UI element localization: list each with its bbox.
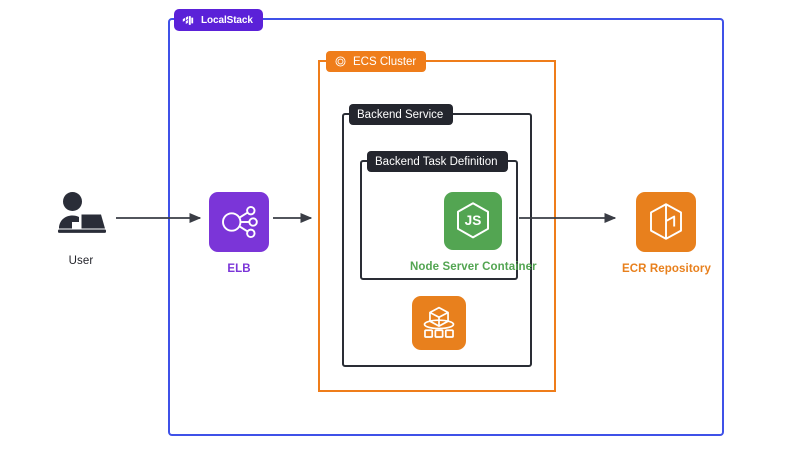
- nodejs-icon: JS: [444, 192, 503, 250]
- node-node-server-container: JS Node Server Container: [410, 192, 537, 273]
- group-label-localstack-text: LocalStack: [201, 14, 253, 26]
- node-elb-label: ELB: [227, 263, 251, 275]
- localstack-logo-icon: [182, 14, 195, 27]
- group-localstack: LocalStack: [168, 9, 724, 436]
- group-label-backend-service: Backend Service: [349, 104, 454, 125]
- node-node-server-container-label: Node Server Container: [410, 261, 537, 273]
- node-user: User: [52, 186, 110, 267]
- node-elb: ELB: [209, 192, 269, 275]
- node-ecr-repository: ECR Repository: [622, 192, 711, 275]
- group-label-ecs-cluster: ECS Cluster: [326, 51, 427, 72]
- group-label-backend-task-definition: Backend Task Definition: [367, 151, 508, 172]
- ecr-repository-icon: [636, 192, 697, 252]
- node-ecr-repository-label: ECR Repository: [622, 263, 711, 275]
- elb-icon: [209, 192, 269, 252]
- node-ecs-service: [412, 296, 466, 350]
- group-label-backend-task-definition-text: Backend Task Definition: [375, 155, 498, 168]
- ecs-service-icon: [412, 296, 466, 350]
- ecs-cluster-icon: [334, 55, 347, 68]
- user-laptop-icon: [52, 186, 110, 244]
- node-user-label: User: [68, 255, 94, 267]
- group-label-backend-service-text: Backend Service: [357, 108, 444, 121]
- group-ecs-cluster: ECS Cluster: [318, 51, 556, 392]
- group-label-ecs-cluster-text: ECS Cluster: [353, 55, 417, 68]
- group-label-localstack: LocalStack: [174, 9, 263, 31]
- group-backend-service: Backend Service: [342, 104, 532, 367]
- svg-text:JS: JS: [465, 213, 482, 228]
- group-backend-task-definition: Backend Task Definition: [360, 151, 518, 280]
